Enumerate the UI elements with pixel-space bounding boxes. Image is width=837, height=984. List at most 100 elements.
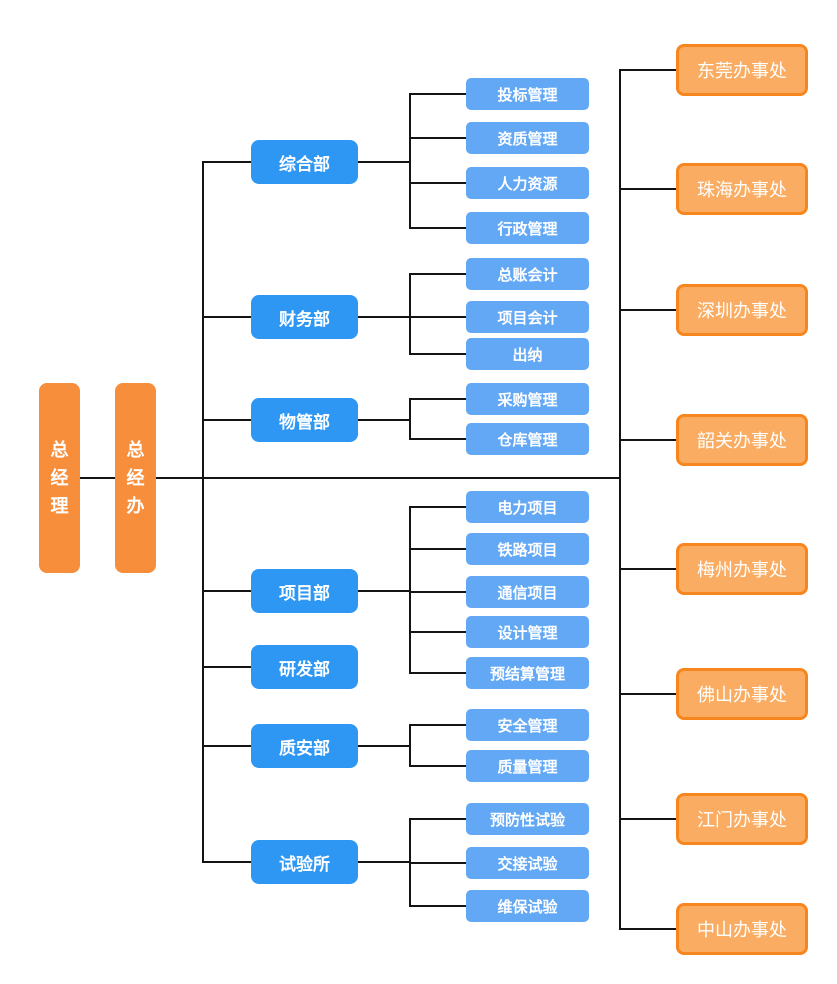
- connector-line: [620, 439, 676, 441]
- department-box: 综合部: [251, 140, 358, 184]
- department-box: 项目部: [251, 569, 358, 613]
- connector-line: [203, 666, 251, 668]
- executive-office-box-label: 总经办: [126, 440, 145, 516]
- connector-line: [409, 93, 411, 229]
- office-box-label: 中山办事处: [697, 920, 787, 940]
- connector-line: [410, 591, 466, 593]
- office-box: 韶关办事处: [676, 414, 808, 466]
- connector-line: [410, 398, 466, 400]
- department-box-label: 质安部: [279, 738, 330, 758]
- office-box-label: 江门办事处: [697, 810, 787, 830]
- connector-line: [410, 137, 466, 139]
- sub-unit-box: 铁路项目: [466, 533, 589, 565]
- sub-unit-box-label: 预结算管理: [489, 665, 565, 683]
- connector-line: [620, 69, 676, 71]
- sub-unit-box-label: 交接试验: [497, 855, 558, 873]
- office-box-label: 东莞办事处: [697, 61, 787, 81]
- sub-unit-box-label: 人力资源: [497, 175, 558, 193]
- connector-line: [410, 316, 466, 318]
- connector-line: [203, 316, 251, 318]
- connector-line: [358, 745, 410, 747]
- connector-line: [410, 438, 466, 440]
- sub-unit-box: 预结算管理: [466, 657, 589, 689]
- sub-unit-box: 人力资源: [466, 167, 589, 199]
- connector-line: [203, 861, 251, 863]
- connector-line: [410, 548, 466, 550]
- sub-unit-box: 通信项目: [466, 576, 589, 608]
- connector-line: [410, 506, 466, 508]
- sub-unit-box: 出纳: [466, 338, 589, 370]
- sub-unit-box: 仓库管理: [466, 423, 589, 455]
- ceo-box: 总经理: [39, 383, 80, 573]
- office-box: 东莞办事处: [676, 44, 808, 96]
- connector-line: [203, 161, 251, 163]
- connector-line: [410, 353, 466, 355]
- department-box: 财务部: [251, 295, 358, 339]
- connector-line: [409, 506, 411, 674]
- connector-line: [620, 309, 676, 311]
- department-box: 质安部: [251, 724, 358, 768]
- office-box-label: 深圳办事处: [697, 301, 787, 321]
- sub-unit-box-label: 维保试验: [497, 898, 558, 916]
- department-box-label: 试验所: [279, 854, 330, 874]
- office-box: 江门办事处: [676, 793, 808, 845]
- connector-line: [410, 93, 466, 95]
- connector-line: [410, 862, 466, 864]
- connector-line: [202, 161, 204, 863]
- sub-unit-box-label: 出纳: [512, 346, 543, 364]
- connector-line: [410, 818, 466, 820]
- connector-line: [358, 590, 410, 592]
- connector-line: [156, 477, 620, 479]
- connector-line: [358, 161, 410, 163]
- connector-line: [410, 672, 466, 674]
- connector-line: [620, 818, 676, 820]
- connector-line: [619, 69, 621, 930]
- sub-unit-box-label: 安全管理: [497, 717, 558, 735]
- connector-line: [409, 273, 411, 355]
- connector-line: [358, 861, 410, 863]
- sub-unit-box: 资质管理: [466, 122, 589, 154]
- connector-line: [620, 928, 676, 930]
- department-box: 物管部: [251, 398, 358, 442]
- sub-unit-box: 质量管理: [466, 750, 589, 782]
- department-box-label: 研发部: [279, 659, 330, 679]
- office-box: 中山办事处: [676, 903, 808, 955]
- connector-line: [409, 398, 411, 440]
- sub-unit-box: 维保试验: [466, 890, 589, 922]
- office-box-label: 佛山办事处: [697, 685, 787, 705]
- sub-unit-box-label: 采购管理: [497, 391, 558, 409]
- department-box-label: 综合部: [279, 154, 330, 174]
- department-box: 研发部: [251, 645, 358, 689]
- sub-unit-box: 总账会计: [466, 258, 589, 290]
- sub-unit-box-label: 通信项目: [497, 584, 558, 602]
- office-box: 珠海办事处: [676, 163, 808, 215]
- sub-unit-box: 项目会计: [466, 301, 589, 333]
- sub-unit-box-label: 预防性试验: [489, 811, 565, 829]
- connector-line: [410, 631, 466, 633]
- sub-unit-box: 安全管理: [466, 709, 589, 741]
- connector-line: [203, 745, 251, 747]
- sub-unit-box-label: 质量管理: [497, 758, 558, 776]
- sub-unit-box: 交接试验: [466, 847, 589, 879]
- connector-line: [410, 905, 466, 907]
- connector-line: [409, 724, 411, 767]
- sub-unit-box-label: 行政管理: [497, 220, 558, 238]
- connector-line: [410, 724, 466, 726]
- department-box-label: 项目部: [279, 583, 330, 603]
- ceo-box-label: 总经理: [50, 440, 69, 516]
- office-box: 佛山办事处: [676, 668, 808, 720]
- office-box: 深圳办事处: [676, 284, 808, 336]
- connector-line: [410, 765, 466, 767]
- department-box-label: 财务部: [279, 309, 330, 329]
- office-box-label: 韶关办事处: [697, 431, 787, 451]
- office-box-label: 珠海办事处: [697, 180, 787, 200]
- sub-unit-box: 投标管理: [466, 78, 589, 110]
- connector-line: [410, 182, 466, 184]
- sub-unit-box-label: 仓库管理: [497, 431, 558, 449]
- connector-line: [410, 273, 466, 275]
- connector-line: [410, 227, 466, 229]
- connector-line: [80, 477, 115, 479]
- sub-unit-box-label: 投标管理: [497, 86, 558, 104]
- sub-unit-box-label: 项目会计: [497, 309, 558, 327]
